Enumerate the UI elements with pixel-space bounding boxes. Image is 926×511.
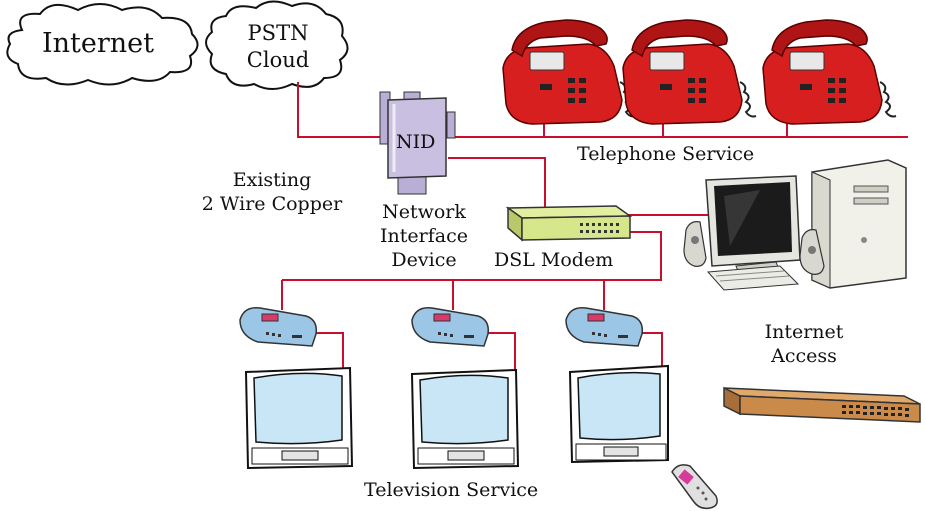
desktop-computer: [683, 159, 907, 291]
nid-caption: Network Interface Device: [366, 200, 482, 272]
dsl-modem-label: DSL Modem: [494, 249, 614, 271]
set-top-box-3: [565, 307, 644, 347]
nid-caption-line1: Network: [382, 201, 466, 223]
internet-access-label: Internet Access: [744, 320, 864, 368]
nid-box: [379, 91, 456, 195]
television-service-label: Television Service: [364, 479, 539, 501]
wiring: [281, 82, 908, 375]
telephone-3: [762, 19, 897, 125]
stb1-to-tv1-wire: [315, 332, 344, 370]
telephone-1: [502, 19, 637, 125]
pstn-cloud: [205, 0, 349, 90]
nid-caption-line3: Device: [391, 249, 457, 271]
nid-caption-line2: Interface: [380, 225, 468, 247]
internet-access-line2: Access: [771, 345, 837, 367]
stb2-to-tv2-wire: [485, 332, 516, 370]
pstn-label-line1: PSTN: [247, 21, 309, 45]
set-top-box-1: [239, 307, 318, 347]
existing-wire-line2: 2 Wire Copper: [201, 193, 343, 215]
modem-tv-trunk-wire: [282, 231, 662, 281]
television-2: [410, 368, 520, 470]
existing-wire-label: Existing 2 Wire Copper: [192, 168, 352, 216]
remote-control: [671, 464, 718, 510]
set-top-box-2: [411, 307, 490, 347]
television-1: [244, 366, 354, 470]
telephone-2: [622, 19, 757, 125]
internet-cloud-label: Internet: [42, 28, 155, 59]
television-3: [568, 364, 669, 464]
internet-access-line1: Internet: [764, 321, 844, 343]
pstn-to-nid-wire: [297, 82, 392, 138]
existing-wire-line1: Existing: [232, 169, 312, 191]
nid-box-label: NID: [396, 131, 436, 153]
nid-to-modem-wire: [448, 157, 546, 207]
stb3-to-tv3-wire: [636, 332, 663, 375]
internet-cloud: [6, 3, 199, 86]
dsl-modem: [505, 205, 633, 242]
telephone-service-label: Telephone Service: [577, 143, 755, 165]
pstn-cloud-label: PSTN Cloud: [238, 20, 318, 74]
pstn-label-line2: Cloud: [246, 48, 310, 72]
network-switch: [723, 386, 921, 423]
